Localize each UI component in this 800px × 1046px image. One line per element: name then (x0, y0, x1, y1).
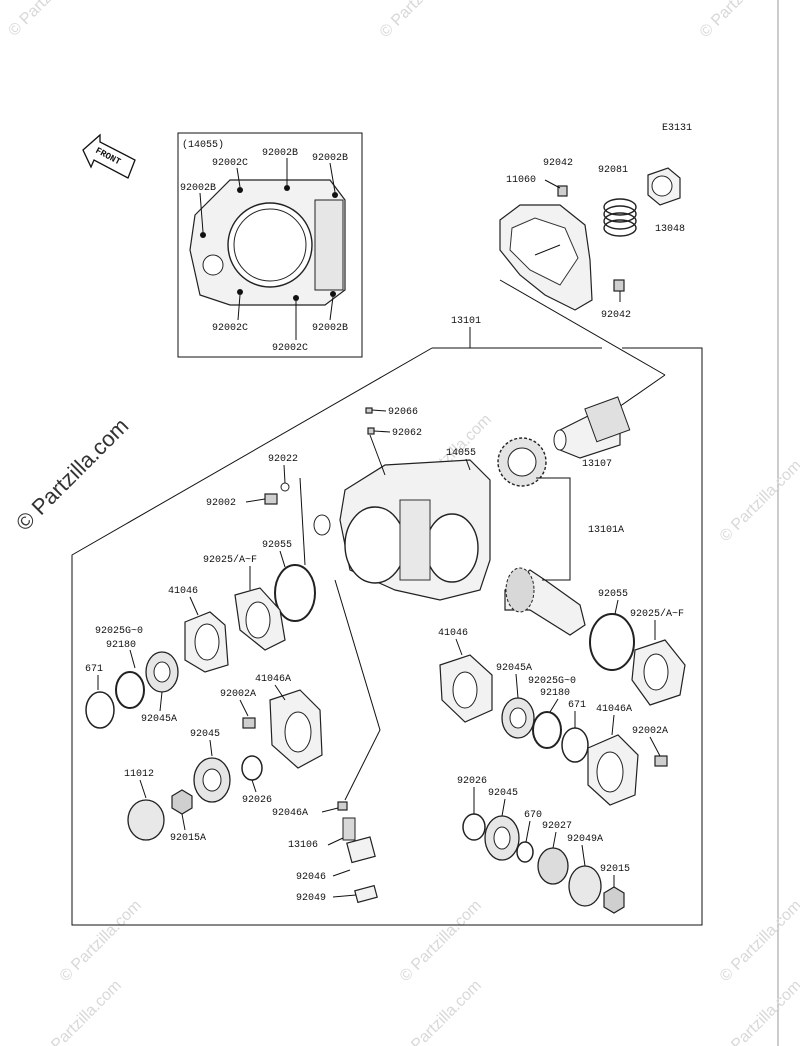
shaft-13107 (553, 396, 631, 459)
gear-13101A (497, 437, 586, 636)
part-label: 671 (85, 664, 103, 675)
part-label: 11060 (506, 175, 536, 186)
inset-label: 92002B (262, 148, 298, 159)
watermark: © Partzilla.com (377, 0, 465, 41)
inset-label: 92002C (212, 323, 248, 334)
part-label: 92026 (457, 776, 487, 787)
inset-label: 92002B (312, 323, 348, 334)
part-label: 41046A (596, 704, 632, 715)
part-label: 92002A (220, 689, 256, 700)
part-label: 92049 (296, 893, 326, 904)
part-label: 41046 (168, 586, 198, 597)
part-label: 92027 (542, 821, 572, 832)
part-label: 92045A (141, 714, 177, 725)
part-label: 92002A (632, 726, 668, 737)
part-label: 92025/A~F (203, 554, 257, 566)
watermark: © Partzilla.com (717, 457, 800, 545)
watermark: © Partzilla.com (697, 0, 785, 41)
part-label: 92015 (600, 864, 630, 875)
part-label: 92042 (543, 158, 573, 169)
left-parts (85, 477, 381, 904)
part-label: 13101 (451, 316, 481, 327)
spring-92081 (603, 198, 637, 237)
part-label: 92062 (392, 428, 422, 439)
inset-label: 92002B (312, 153, 348, 164)
part-label: 41046A (255, 674, 291, 685)
part-label: 13048 (655, 224, 685, 235)
part-label: 41046 (438, 628, 468, 639)
part-label: 13107 (582, 459, 612, 470)
leader-lines (97, 327, 661, 898)
part-label: 92066 (388, 407, 418, 418)
part-label: 92055 (598, 589, 628, 600)
watermark: © Partzilla.com (397, 977, 485, 1046)
inset-box: (14055) 92002C 92002B 92002B 92002B 9200… (177, 132, 363, 358)
part-label: 92045 (488, 788, 518, 799)
part-label: 670 (524, 810, 542, 821)
part-label: 14055 (446, 448, 476, 459)
part-labels: 92042 11060 92081 13048 92042 13101 9206… (85, 158, 685, 904)
inset-ref: (14055) (182, 139, 224, 151)
watermark: © Partzilla.com (397, 897, 485, 985)
part-label: 11012 (124, 769, 154, 780)
watermark: © Partzilla.com (57, 897, 145, 985)
part-label: 92025G~0 (95, 626, 143, 637)
part-label: 92049A (567, 834, 603, 845)
front-arrow: FRONT (82, 133, 136, 179)
part-label: 92081 (598, 165, 628, 176)
assembly-outline (71, 347, 703, 926)
part-label: 92025G~0 (528, 676, 576, 687)
inset-label: 92002B (180, 183, 216, 194)
inset-label: 92002C (212, 158, 248, 169)
bearing-13048 (647, 167, 681, 206)
part-label: 92042 (601, 310, 631, 321)
part-label: 92055 (262, 540, 292, 551)
inset-label: 92002C (272, 343, 308, 354)
right-parts (439, 613, 686, 914)
part-label: 671 (568, 700, 586, 711)
watermark-main: © Partzilla.com (11, 413, 134, 536)
part-label: 92015A (170, 833, 206, 844)
cover-assembly (499, 167, 681, 433)
part-label: 92045 (190, 729, 220, 740)
part-label: 92002 (206, 498, 236, 509)
watermark: © Partzilla.com (37, 977, 125, 1046)
part-label: 13101A (588, 525, 624, 536)
part-label: 92025/A~F (630, 608, 684, 620)
watermark: © Partzilla.com (717, 897, 800, 985)
part-label: 92046A (272, 808, 308, 819)
part-label: 92180 (540, 688, 570, 699)
diagram-code: E3131 (662, 123, 692, 134)
part-label: 92026 (242, 795, 272, 806)
part-label: 92180 (106, 640, 136, 651)
watermark: © Partzilla.com (5, 0, 93, 40)
part-label: 92046 (296, 872, 326, 883)
watermark: © Partzilla.com (717, 977, 800, 1046)
part-label: 92045A (496, 663, 532, 674)
part-label: 13106 (288, 840, 318, 851)
part-label: 92022 (268, 454, 298, 465)
housing-14055 (264, 407, 491, 601)
